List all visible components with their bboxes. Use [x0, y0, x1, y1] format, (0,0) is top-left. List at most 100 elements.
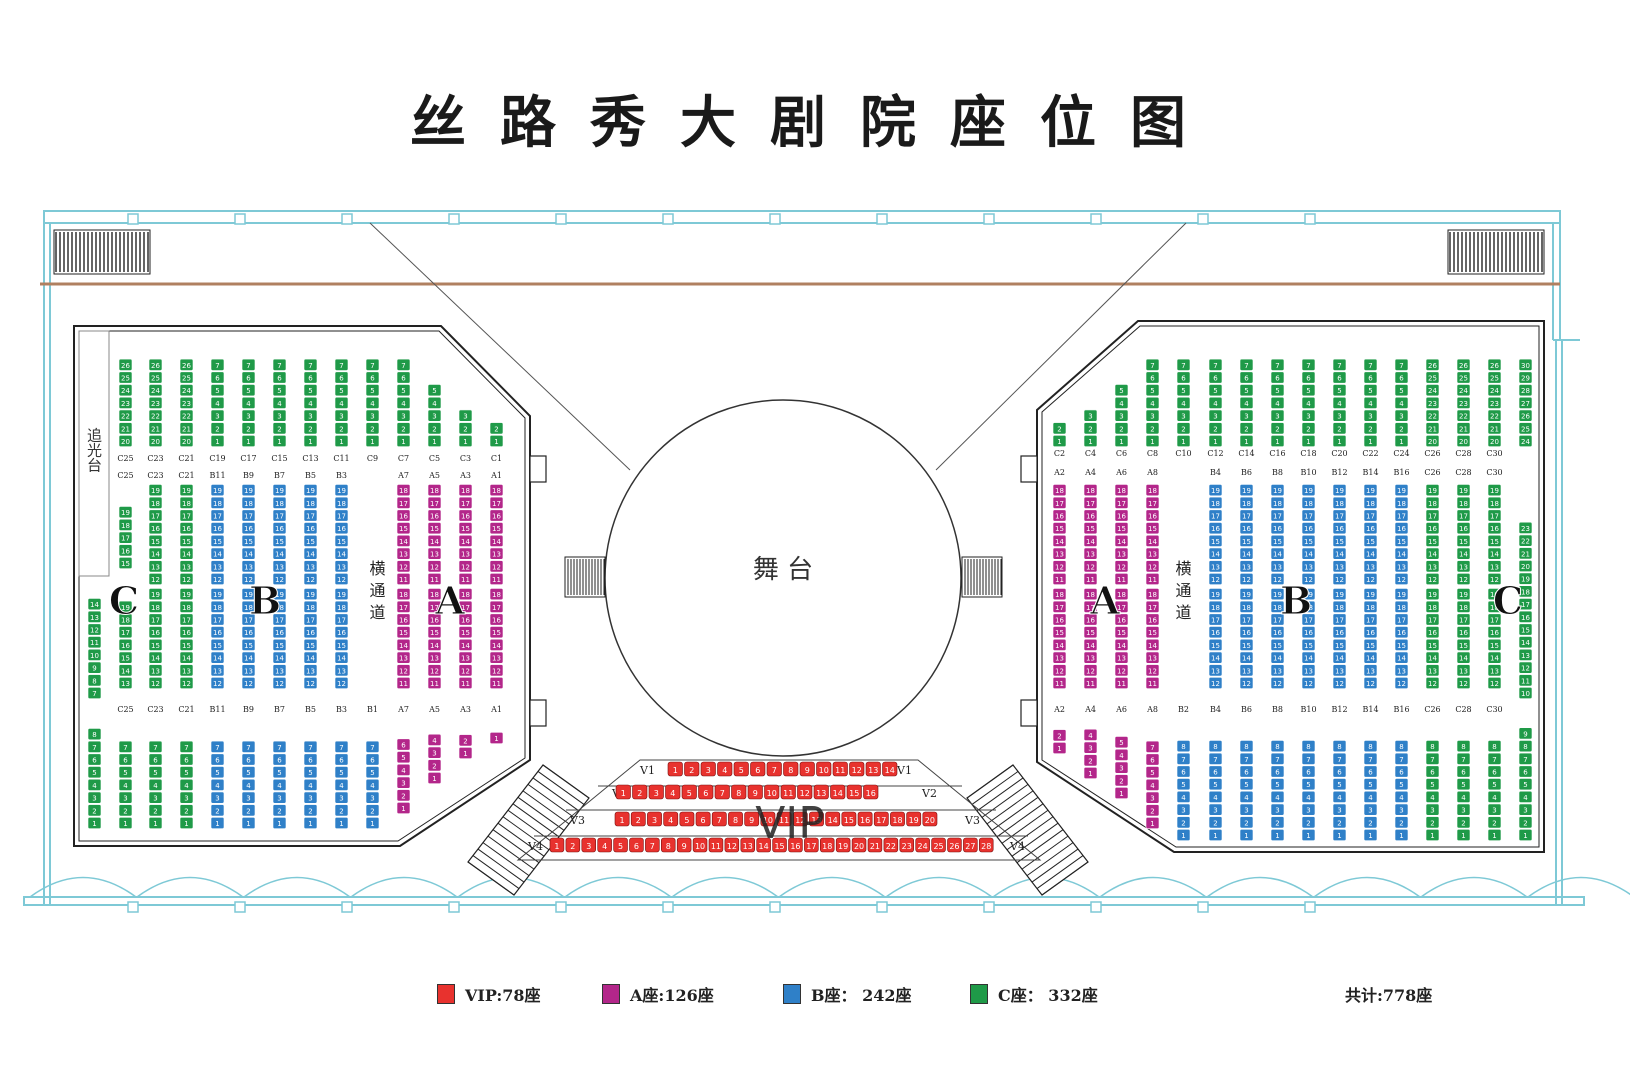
seat[interactable]: 12 [334, 572, 349, 585]
seat[interactable]: 16 [1518, 610, 1533, 623]
seat[interactable]: 19 [1394, 588, 1409, 601]
vip-seat[interactable]: 15 [772, 837, 787, 853]
seat[interactable]: 5 [1114, 384, 1129, 397]
seat[interactable]: 1 [489, 731, 504, 744]
seat[interactable]: 18 [396, 484, 411, 497]
seat[interactable]: 19 [1239, 484, 1254, 497]
seat[interactable]: 6 [1176, 765, 1191, 778]
seat[interactable]: 3 [179, 791, 194, 804]
seat[interactable]: 24 [179, 384, 194, 397]
vip-seat[interactable]: 11 [776, 811, 792, 827]
seat[interactable]: 5 [303, 766, 318, 779]
seat[interactable]: 1 [1425, 828, 1440, 841]
seat[interactable]: 2 [1052, 729, 1067, 742]
seat[interactable]: 10 [1518, 686, 1533, 699]
seat[interactable]: 13 [1394, 560, 1409, 573]
seat[interactable]: 4 [1145, 778, 1160, 791]
seat[interactable]: 2 [1456, 816, 1471, 829]
seat[interactable]: 3 [210, 791, 225, 804]
seat[interactable]: 18 [303, 496, 318, 509]
seat[interactable]: 7 [1394, 752, 1409, 765]
seat[interactable]: 5 [365, 384, 380, 397]
seat[interactable]: 17 [1456, 509, 1471, 522]
seat[interactable]: 6 [396, 738, 411, 751]
seat[interactable]: 17 [489, 496, 504, 509]
seat[interactable]: 15 [1052, 626, 1067, 639]
seat[interactable]: 14 [1239, 651, 1254, 664]
seat[interactable]: 5 [396, 751, 411, 764]
seat[interactable]: 17 [272, 509, 287, 522]
seat[interactable]: 15 [334, 638, 349, 651]
seat[interactable]: 3 [1239, 803, 1254, 816]
seat[interactable]: 4 [334, 778, 349, 791]
seat[interactable]: 14 [1145, 534, 1160, 547]
seat[interactable]: 23 [1487, 396, 1502, 409]
vip-seat[interactable]: 10 [764, 784, 780, 800]
seat[interactable]: 14 [1425, 547, 1440, 560]
seat[interactable]: 10 [87, 648, 102, 661]
seat[interactable]: 2 [1083, 754, 1098, 767]
seat[interactable]: 8 [1270, 740, 1285, 753]
vip-seat[interactable]: 13 [865, 761, 881, 777]
seat[interactable]: 16 [1363, 522, 1378, 535]
seat[interactable]: 12 [334, 676, 349, 689]
seat[interactable]: 16 [1270, 522, 1285, 535]
seat[interactable]: 6 [1208, 371, 1223, 384]
vip-seat[interactable]: 11 [780, 784, 796, 800]
seat[interactable]: 15 [334, 534, 349, 547]
seat[interactable]: 7 [303, 740, 318, 753]
seat[interactable]: 3 [303, 409, 318, 422]
seat[interactable]: 6 [87, 753, 102, 766]
seat[interactable]: 3 [396, 409, 411, 422]
seat[interactable]: 14 [303, 651, 318, 664]
seat[interactable]: 3 [210, 409, 225, 422]
seat[interactable]: 18 [1487, 496, 1502, 509]
seat[interactable]: 1 [241, 816, 256, 829]
seat[interactable]: 12 [1394, 572, 1409, 585]
seat[interactable]: 18 [458, 484, 473, 497]
seat[interactable]: 16 [458, 509, 473, 522]
seat[interactable]: 1 [1145, 816, 1160, 829]
seat[interactable]: 17 [396, 600, 411, 613]
seat[interactable]: 8 [1363, 740, 1378, 753]
seat[interactable]: 17 [1052, 496, 1067, 509]
vip-seat[interactable]: 9 [799, 761, 815, 777]
seat[interactable]: 19 [179, 588, 194, 601]
vip-seat[interactable]: 13 [809, 811, 824, 827]
seat[interactable]: 3 [272, 409, 287, 422]
seat[interactable]: 4 [1145, 396, 1160, 409]
seat[interactable]: 18 [210, 600, 225, 613]
seat[interactable]: 2 [272, 422, 287, 435]
seat[interactable]: 3 [1239, 409, 1254, 422]
seat[interactable]: 14 [241, 547, 256, 560]
vip-seat[interactable]: 16 [857, 811, 873, 827]
seat[interactable]: 4 [1394, 396, 1409, 409]
seat[interactable]: 19 [1270, 588, 1285, 601]
seat[interactable]: 20 [1456, 434, 1471, 447]
seat[interactable]: 1 [365, 816, 380, 829]
seat[interactable]: 1 [1083, 766, 1098, 779]
seat[interactable]: 18 [458, 588, 473, 601]
seat[interactable]: 5 [87, 766, 102, 779]
seat[interactable]: 2 [458, 734, 473, 747]
vip-seat[interactable]: 16 [863, 784, 879, 800]
seat[interactable]: 16 [1487, 522, 1502, 535]
seat[interactable]: 17 [489, 600, 504, 613]
seat[interactable]: 13 [1052, 651, 1067, 664]
seat[interactable]: 3 [1176, 409, 1191, 422]
seat[interactable]: 26 [1456, 358, 1471, 371]
seat[interactable]: 17 [1456, 613, 1471, 626]
seat[interactable]: 4 [1332, 396, 1347, 409]
vip-seat[interactable]: 10 [816, 761, 832, 777]
seat[interactable]: 15 [272, 638, 287, 651]
vip-seat[interactable]: 12 [724, 837, 740, 853]
seat[interactable]: 13 [148, 664, 163, 677]
seat[interactable]: 17 [1487, 613, 1502, 626]
seat[interactable]: 19 [1425, 484, 1440, 497]
seat[interactable]: 26 [148, 358, 163, 371]
seat[interactable]: 1 [1052, 741, 1067, 754]
seat[interactable]: 17 [148, 509, 163, 522]
seat[interactable]: 22 [1456, 409, 1471, 422]
seat[interactable]: 14 [334, 547, 349, 560]
seat[interactable]: 7 [118, 740, 133, 753]
